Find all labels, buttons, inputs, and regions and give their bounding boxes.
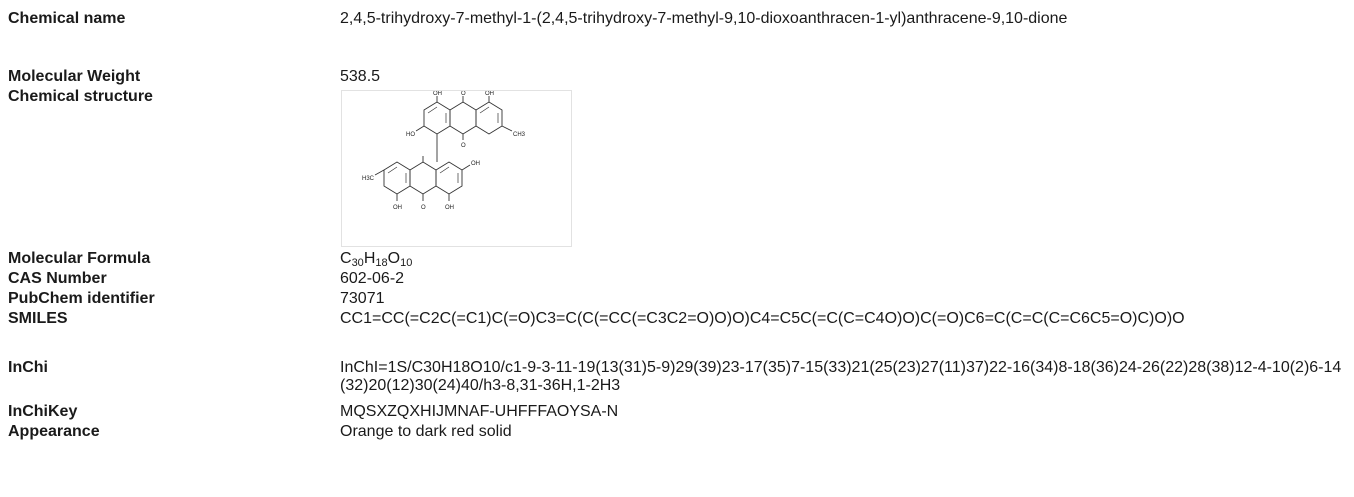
inchi-value: InChI=1S/C30H18O10/c1-9-3-11-19(13(31)5-… (340, 359, 1342, 394)
appearance-value: Orange to dark red solid (340, 423, 512, 440)
pubchem-identifier-label: PubChem identifier (8, 290, 155, 307)
atom-label: OH (433, 91, 442, 97)
atom-label: OH (393, 205, 402, 211)
formula-o: O (387, 250, 401, 267)
atom-label: O (461, 91, 466, 97)
molecular-formula-value: C30H18O10 (340, 250, 1352, 269)
chemical-structure-image: OH O OH HO CH3 H3C O OH OH O OH (341, 90, 572, 247)
atom-label: OH (445, 205, 454, 211)
pubchem-identifier-value: 73071 (340, 290, 385, 307)
chemical-name-value: 2,4,5-trihydroxy-7-methyl-1-(2,4,5-trihy… (340, 10, 1068, 27)
appearance-label: Appearance (8, 423, 100, 440)
atom-label: O (421, 205, 426, 211)
chemical-name-label: Chemical name (8, 10, 126, 27)
molecular-weight-value: 538.5 (340, 68, 381, 85)
formula-c-count: 30 (351, 257, 364, 269)
atom-label: H3C (362, 176, 375, 182)
formula-o-count: 10 (400, 257, 413, 269)
molecular-weight-label: Molecular Weight (8, 68, 141, 85)
inchikey-label: InChiKey (8, 403, 78, 420)
chemical-structure-label: Chemical structure (8, 88, 153, 105)
formula-h: H (363, 250, 376, 267)
atom-label: CH3 (513, 132, 526, 138)
inchi-label: InChi (8, 359, 48, 376)
atom-label: OH (485, 91, 494, 97)
cas-number-label: CAS Number (8, 270, 107, 287)
molecular-formula-label: Molecular Formula (8, 250, 151, 267)
formula-c: C (340, 250, 352, 267)
inchikey-value: MQSXZQXHIJMNAF-UHFFFAOYSA-N (340, 403, 619, 420)
atom-label: OH (471, 161, 480, 167)
smiles-value: CC1=CC(=C2C(=C1)C(=O)C3=C(C(=CC(=C3C2=O)… (340, 310, 1185, 327)
smiles-label: SMILES (8, 310, 68, 327)
structure-diagram: OH O OH HO CH3 H3C O OH OH O OH (362, 91, 526, 211)
cas-number-value: 602-06-2 (340, 270, 405, 287)
formula-h-count: 18 (375, 257, 388, 269)
atom-label: O (461, 143, 466, 149)
atom-label: HO (406, 132, 415, 138)
